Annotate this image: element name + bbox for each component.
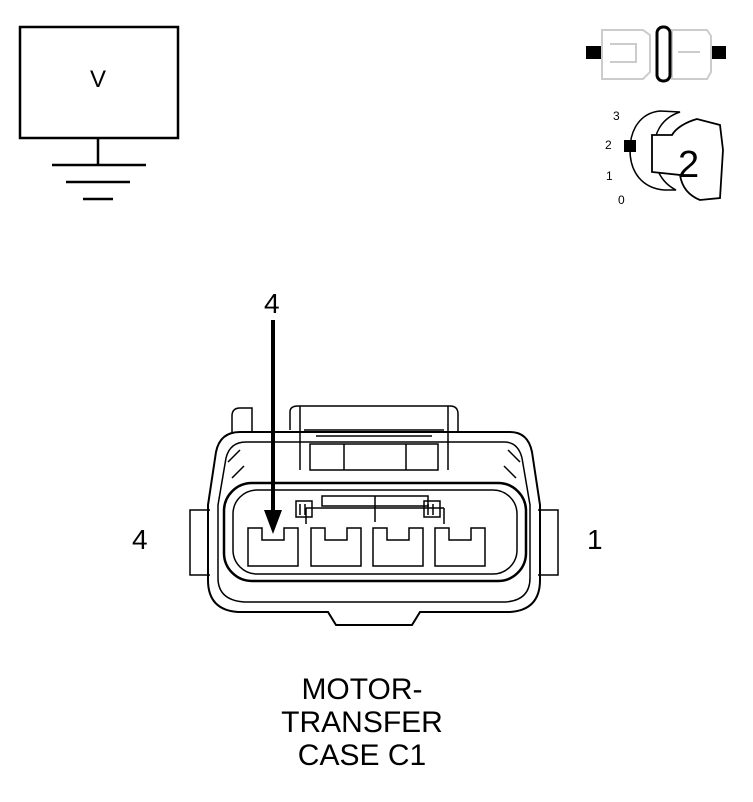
- connector-name-line-3: CASE C1: [297, 739, 427, 772]
- key-position-2-label: 2: [605, 138, 612, 152]
- ignition-key-icon: [624, 110, 724, 201]
- key-position-3-label: 3: [613, 109, 620, 123]
- probe-pin-label: 4: [264, 288, 280, 319]
- four-pin-connector-face-icon: [189, 405, 559, 626]
- connector-name-line-2: TRANSFER: [281, 706, 443, 739]
- key-position-1-label: 1: [606, 169, 613, 183]
- connector-disconnected-icon: [586, 25, 726, 83]
- key-selected-position: 2: [678, 144, 700, 186]
- voltmeter-ground-icon: [18, 25, 180, 201]
- connector-name-line-1: MOTOR-: [301, 673, 423, 706]
- left-pin-label: 4: [132, 524, 148, 555]
- key-position-0-label: 0: [618, 193, 625, 207]
- probe-arrow: [264, 320, 282, 534]
- right-pin-label: 1: [587, 524, 603, 555]
- connector-name: MOTOR- TRANSFER CASE C1: [212, 673, 512, 772]
- voltmeter-label: V: [90, 66, 107, 93]
